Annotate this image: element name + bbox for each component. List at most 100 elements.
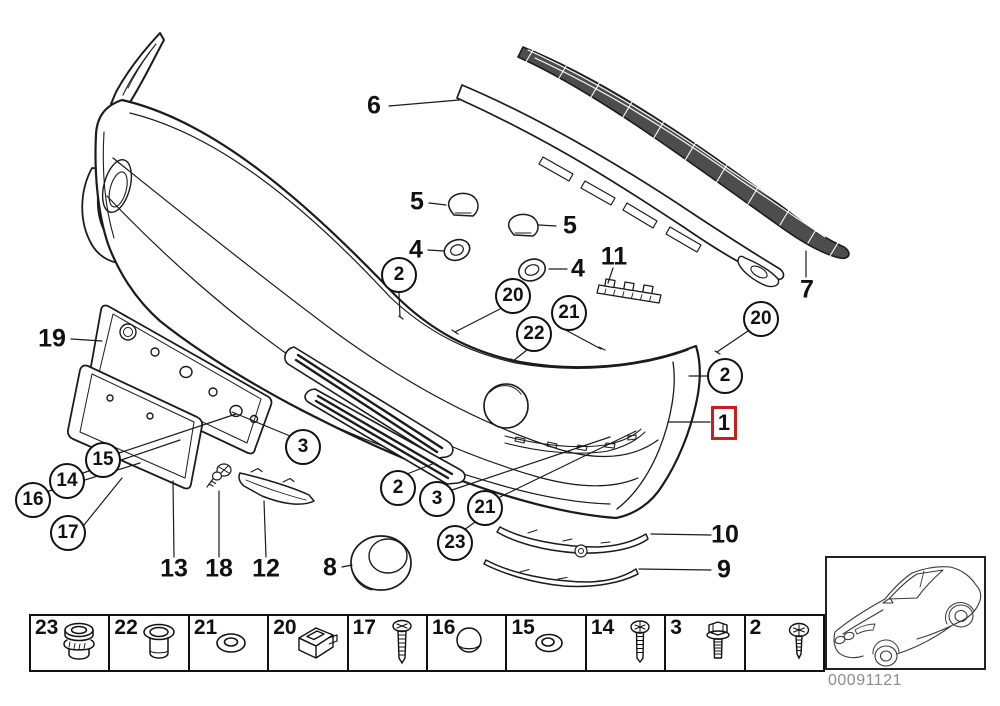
- fastener-number: 3: [670, 616, 682, 639]
- fastener-cell-17[interactable]: 17: [349, 616, 429, 670]
- callout-circle-14[interactable]: 14: [49, 463, 85, 499]
- phillips-screw-icon: [788, 622, 810, 660]
- bumper-fin: [110, 32, 165, 111]
- fastener-cell-16[interactable]: 16: [428, 616, 508, 670]
- callout-11[interactable]: 11: [600, 242, 628, 271]
- grille-slots: [284, 346, 466, 485]
- image-code: 00091121: [828, 672, 902, 689]
- callout-circle-16[interactable]: 16: [15, 482, 51, 518]
- expanding-rivet-icon: [63, 622, 96, 660]
- callout-circle-21b[interactable]: 21: [467, 490, 503, 526]
- vehicle-thumbnail-box: [825, 556, 986, 670]
- callout-6[interactable]: 6: [367, 91, 381, 120]
- fastener-number: 22: [114, 616, 138, 639]
- callout-label: 2: [392, 477, 404, 498]
- callout-label: 21: [558, 302, 580, 323]
- callout-label: 17: [57, 522, 79, 543]
- screw-part18: [206, 463, 232, 488]
- fastener-number: 15: [511, 616, 535, 639]
- fastener-cell-20[interactable]: 20: [269, 616, 349, 670]
- callout-circle-2b[interactable]: 2: [707, 358, 743, 394]
- gasket-part4-left: [443, 238, 471, 262]
- trim-strip-part10: [496, 526, 649, 558]
- callout-circle-17[interactable]: 17: [50, 515, 86, 551]
- callout-label: 21: [474, 497, 496, 518]
- callout-9[interactable]: 9: [717, 555, 731, 584]
- vehicle-icon: [833, 566, 982, 667]
- bumper-cover: [94, 98, 721, 520]
- callout-label: 15: [92, 449, 114, 470]
- callout-label: 16: [22, 489, 44, 510]
- washer-jet-opening: [101, 159, 133, 213]
- cover-cap-part5-right: [507, 213, 539, 237]
- callout-circle-2[interactable]: 2: [381, 257, 417, 293]
- lamp-recess: [504, 428, 646, 454]
- callout-18[interactable]: 18: [205, 554, 233, 583]
- fastener-cell-15[interactable]: 15: [507, 616, 587, 670]
- fastener-cell-3[interactable]: 3: [666, 616, 746, 670]
- callout-label: 22: [523, 323, 545, 344]
- fastener-number: 2: [749, 616, 762, 639]
- bushing-icon: [143, 623, 175, 659]
- callout-label: 23: [444, 532, 466, 553]
- callout-label: 14: [56, 470, 78, 491]
- fastener-cell-22[interactable]: 22: [110, 616, 190, 670]
- bracket-part11: [596, 278, 662, 304]
- fog-ring-part8: [350, 535, 412, 591]
- cover-cap-part5-left: [447, 192, 479, 217]
- callout-5b[interactable]: 5: [563, 211, 577, 240]
- cover-cap-icon: [456, 627, 483, 653]
- washer-icon: [535, 633, 563, 653]
- callout-circle-20b[interactable]: 20: [743, 301, 779, 337]
- impact-strip-part7: [517, 44, 850, 260]
- highlighted-callout-1[interactable]: 1: [711, 406, 737, 440]
- callout-label: 2: [393, 264, 405, 285]
- plate-filler-part13: [66, 364, 204, 490]
- gasket-part4-right: [518, 258, 546, 282]
- callout-circle-20[interactable]: 20: [495, 278, 531, 314]
- callout-circle-22[interactable]: 22: [516, 316, 552, 352]
- callout-label: 2: [719, 365, 731, 386]
- washer-icon: [216, 633, 247, 653]
- shock-absorber-strip-part6: [456, 84, 785, 288]
- cage-nut-icon: [297, 627, 338, 659]
- callout-19[interactable]: 19: [38, 324, 66, 353]
- callout-4b[interactable]: 4: [571, 254, 585, 283]
- fastener-cell-23[interactable]: 23: [31, 616, 111, 670]
- callout-5a[interactable]: 5: [410, 187, 424, 216]
- callout-label: 1: [717, 410, 731, 435]
- callout-circle-23[interactable]: 23: [437, 525, 473, 561]
- fastener-cell-2[interactable]: 2: [746, 616, 823, 670]
- fastener-number: 16: [432, 616, 456, 639]
- callout-7[interactable]: 7: [800, 275, 814, 304]
- side-strip-part12: [238, 467, 315, 505]
- fastener-number: 14: [590, 616, 615, 639]
- fastener-cell-14[interactable]: 14: [587, 616, 667, 670]
- callout-label: 3: [297, 436, 309, 457]
- hex-bolt-icon: [705, 621, 730, 659]
- callout-label: 20: [750, 308, 772, 329]
- tapping-screw-icon: [392, 619, 412, 665]
- trim-strip-part9: [483, 559, 639, 588]
- callout-10[interactable]: 10: [711, 520, 739, 549]
- fastener-legend-table: 23 22 21 20: [29, 614, 825, 672]
- callout-4a[interactable]: 4: [409, 235, 423, 264]
- callout-circle-2c[interactable]: 2: [380, 470, 416, 506]
- phillips-screw-icon: [630, 620, 650, 664]
- callout-circle-3b[interactable]: 3: [419, 481, 455, 517]
- fog-lamp-opening: [483, 383, 529, 429]
- fastener-number: 17: [352, 616, 376, 639]
- callout-label: 20: [502, 285, 524, 306]
- callout-8[interactable]: 8: [323, 553, 337, 582]
- callout-circle-21[interactable]: 21: [551, 295, 587, 331]
- callout-12[interactable]: 12: [252, 554, 280, 583]
- callout-circle-3[interactable]: 3: [285, 429, 321, 465]
- fastener-number: 23: [35, 616, 59, 639]
- fastener-number: 21: [193, 616, 218, 639]
- callout-label: 3: [431, 488, 443, 509]
- callout-circle-15[interactable]: 15: [85, 442, 121, 478]
- callout-13[interactable]: 13: [160, 554, 188, 583]
- fastener-cell-21[interactable]: 21: [190, 616, 270, 670]
